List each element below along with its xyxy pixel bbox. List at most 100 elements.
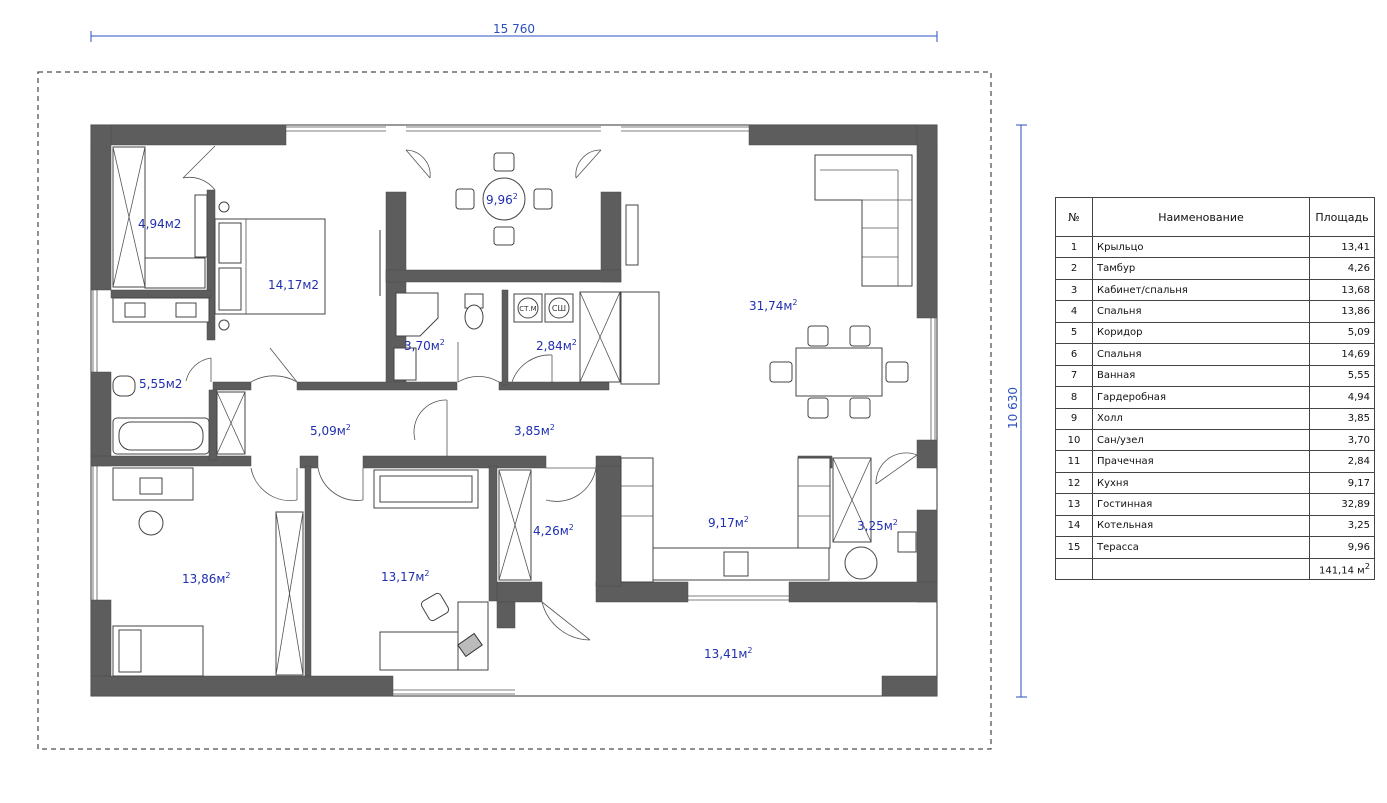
row-name: Коридор [1092,321,1310,345]
row-number: 12 [1055,471,1093,495]
double-bed [214,201,381,331]
header-area: Площадь [1309,197,1375,237]
header-name: Наименование [1092,197,1310,237]
row-area: 4,26 [1309,257,1375,280]
row-number: 7 [1055,364,1093,388]
label-terrace-top: 9,962 [486,192,518,207]
row-number: 2 [1055,257,1093,280]
label-bath-small: 3,70м2 [404,338,445,353]
row-area: 13,86 [1309,300,1375,323]
row-name: Котельная [1092,514,1310,538]
row-area: 32,89 [1309,493,1375,516]
laundry-appliances: СТ.М СШ [513,293,574,323]
row-number: 4 [1055,300,1093,323]
site-boundary [37,71,992,750]
row-area: 2,84 [1309,450,1375,473]
row-name: Тамбур [1092,257,1310,280]
doors [182,145,918,641]
row-number: 10 [1055,428,1093,452]
label-bedroom-left: 13,86м2 [182,571,231,586]
room-labels: 4,94м2 14,17м2 9,962 3,70м2 2,84м2 31,74… [138,192,898,661]
row-number: 9 [1055,407,1093,430]
row-name: Спальня [1092,300,1310,323]
label-bathroom: 5,55м2 [139,377,182,391]
total-empty-number [1055,557,1093,581]
row-area: 3,70 [1309,428,1375,452]
header-number: № [1055,197,1093,237]
small-bath-fixtures [393,292,484,381]
office-furniture [373,469,532,671]
terrace-table [455,152,553,246]
total-area-unit-sup: 2 [1364,561,1370,572]
row-area: 3,85 [1309,407,1375,430]
width-dimension: 15 760 [90,22,938,42]
kitchen-counters [620,457,917,583]
label-laundry: 2,84м2 [536,338,577,353]
row-name: Ванная [1092,364,1310,388]
dryer-label: СШ [552,304,566,313]
washer-label: СТ.М [519,305,536,313]
row-number: 3 [1055,278,1093,302]
row-area: 5,09 [1309,321,1375,345]
row-area: 3,25 [1309,514,1375,538]
total-area: 141,14 м2 [1309,557,1375,581]
total-area-value: 141,14 м [1318,565,1365,577]
height-dimension: 10 630 [1006,124,1027,698]
row-area: 13,68 [1309,278,1375,302]
row-area: 5,55 [1309,364,1375,388]
table-header-row: № Наименование Площадь [1055,197,1375,237]
corner-sofa [814,154,913,287]
double-sink [112,297,210,323]
row-number: 5 [1055,321,1093,345]
row-area: 9,96 [1309,536,1375,559]
row-number: 8 [1055,386,1093,409]
width-dimension-label: 15 760 [493,22,535,36]
label-corridor: 5,09м2 [310,423,351,438]
label-living: 31,74м2 [749,298,798,313]
row-area: 14,69 [1309,343,1375,366]
label-kitchen: 9,17м2 [708,515,749,530]
kitchen-tall-cabinets [579,204,660,385]
row-number: 6 [1055,343,1093,366]
row-number: 1 [1055,235,1093,259]
row-area: 4,94 [1309,386,1375,409]
row-area: 9,17 [1309,471,1375,495]
label-bedroom-main: 14,17м2 [268,278,319,292]
row-name: Спальня [1092,343,1310,366]
dining-table [769,325,909,419]
walls [90,124,938,697]
windows [92,126,936,695]
row-name: Терасса [1092,536,1310,559]
label-office: 13,17м2 [381,569,430,584]
label-porch: 13,41м2 [704,646,753,661]
row-number: 14 [1055,514,1093,538]
height-dimension-label: 10 630 [1006,387,1020,429]
row-area: 13,41 [1309,235,1375,259]
dressing-wardrobe [112,146,208,289]
row-name: Гостинная [1092,493,1310,516]
row-name: Прачечная [1092,450,1310,473]
total-row: 141,14 м2 [1055,557,1375,581]
row-name: Крыльцо [1092,235,1310,259]
bathtub [112,375,246,455]
bedroom-left-furniture [112,467,304,677]
row-name: Холл [1092,407,1310,430]
